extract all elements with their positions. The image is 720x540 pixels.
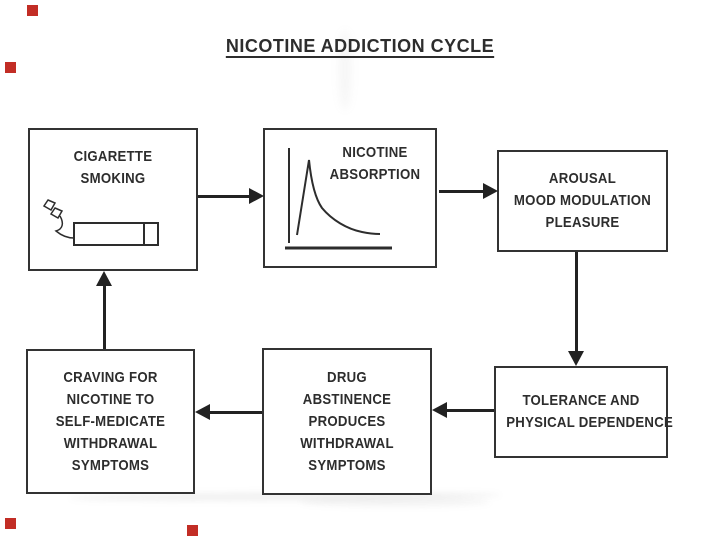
box-abstinence-withdrawal: DRUG ABSTINENCE PRODUCES WITHDRAWAL SYMP… [262, 348, 432, 495]
arrow-absorption-to-arousal [439, 190, 484, 193]
arrow-smoking-to-absorption [198, 195, 250, 198]
box-line: AROUSAL [548, 170, 617, 187]
box-line: CIGARETTE [73, 148, 153, 165]
page-title: NICOTINE ADDICTION CYCLE [225, 36, 495, 56]
arrow-craving-to-smoking [103, 285, 106, 349]
arrowhead-left-icon [432, 402, 447, 418]
box-tolerance-dependence: TOLERANCE AND PHYSICAL DEPENDENCE [494, 366, 674, 458]
arrowhead-down-icon [568, 351, 584, 366]
cigarette-icon [42, 199, 159, 246]
arrowhead-right-icon [249, 188, 264, 204]
box-line: CRAVING FOR [63, 368, 158, 386]
box-line: ABSORPTION [329, 166, 421, 183]
box-line: SELF-MEDICATE [55, 412, 166, 430]
box-line: ABSTINENCE [302, 390, 392, 408]
scan-smudge [338, 30, 352, 110]
box-line: PRODUCES [308, 412, 386, 430]
arrow-abstinence-to-craving [209, 411, 262, 414]
arrow-arousal-to-tolerance [575, 252, 578, 353]
box-line: WITHDRAWAL [63, 434, 158, 452]
box-line: DRUG [327, 368, 367, 386]
box-line: WITHDRAWAL [300, 434, 394, 452]
box-line: PLEASURE [545, 214, 620, 231]
red-square-marker [27, 5, 38, 16]
box-line: PHYSICAL DEPENDENCE [506, 414, 674, 431]
box-line: SYMPTOMS [71, 456, 150, 474]
box-line: SMOKING [80, 170, 146, 187]
box-line: TOLERANCE AND [522, 392, 640, 409]
box-arousal-mood-pleasure: AROUSAL MOOD MODULATION PLEASURE [497, 150, 668, 252]
arrowhead-right-icon [483, 183, 498, 199]
red-square-marker [187, 525, 198, 536]
arrowhead-up-icon [96, 271, 112, 286]
box-nicotine-absorption: NICOTINE ABSORPTION [263, 128, 437, 268]
arrow-tolerance-to-abstinence [446, 409, 494, 412]
box-line: SYMPTOMS [308, 456, 386, 474]
red-square-marker [5, 518, 16, 529]
box-craving-self-medicate: CRAVING FOR NICOTINE TO SELF-MEDICATE WI… [26, 349, 195, 494]
box-cigarette-smoking: CIGARETTE SMOKING [28, 128, 198, 271]
scan-smudge [300, 497, 490, 507]
box-line: NICOTINE TO [66, 390, 155, 408]
arrowhead-left-icon [195, 404, 210, 420]
red-square-marker [5, 62, 16, 73]
absorption-curve-icon [285, 148, 392, 250]
box-line: MOOD MODULATION [513, 192, 652, 209]
box-line: NICOTINE [342, 144, 408, 161]
